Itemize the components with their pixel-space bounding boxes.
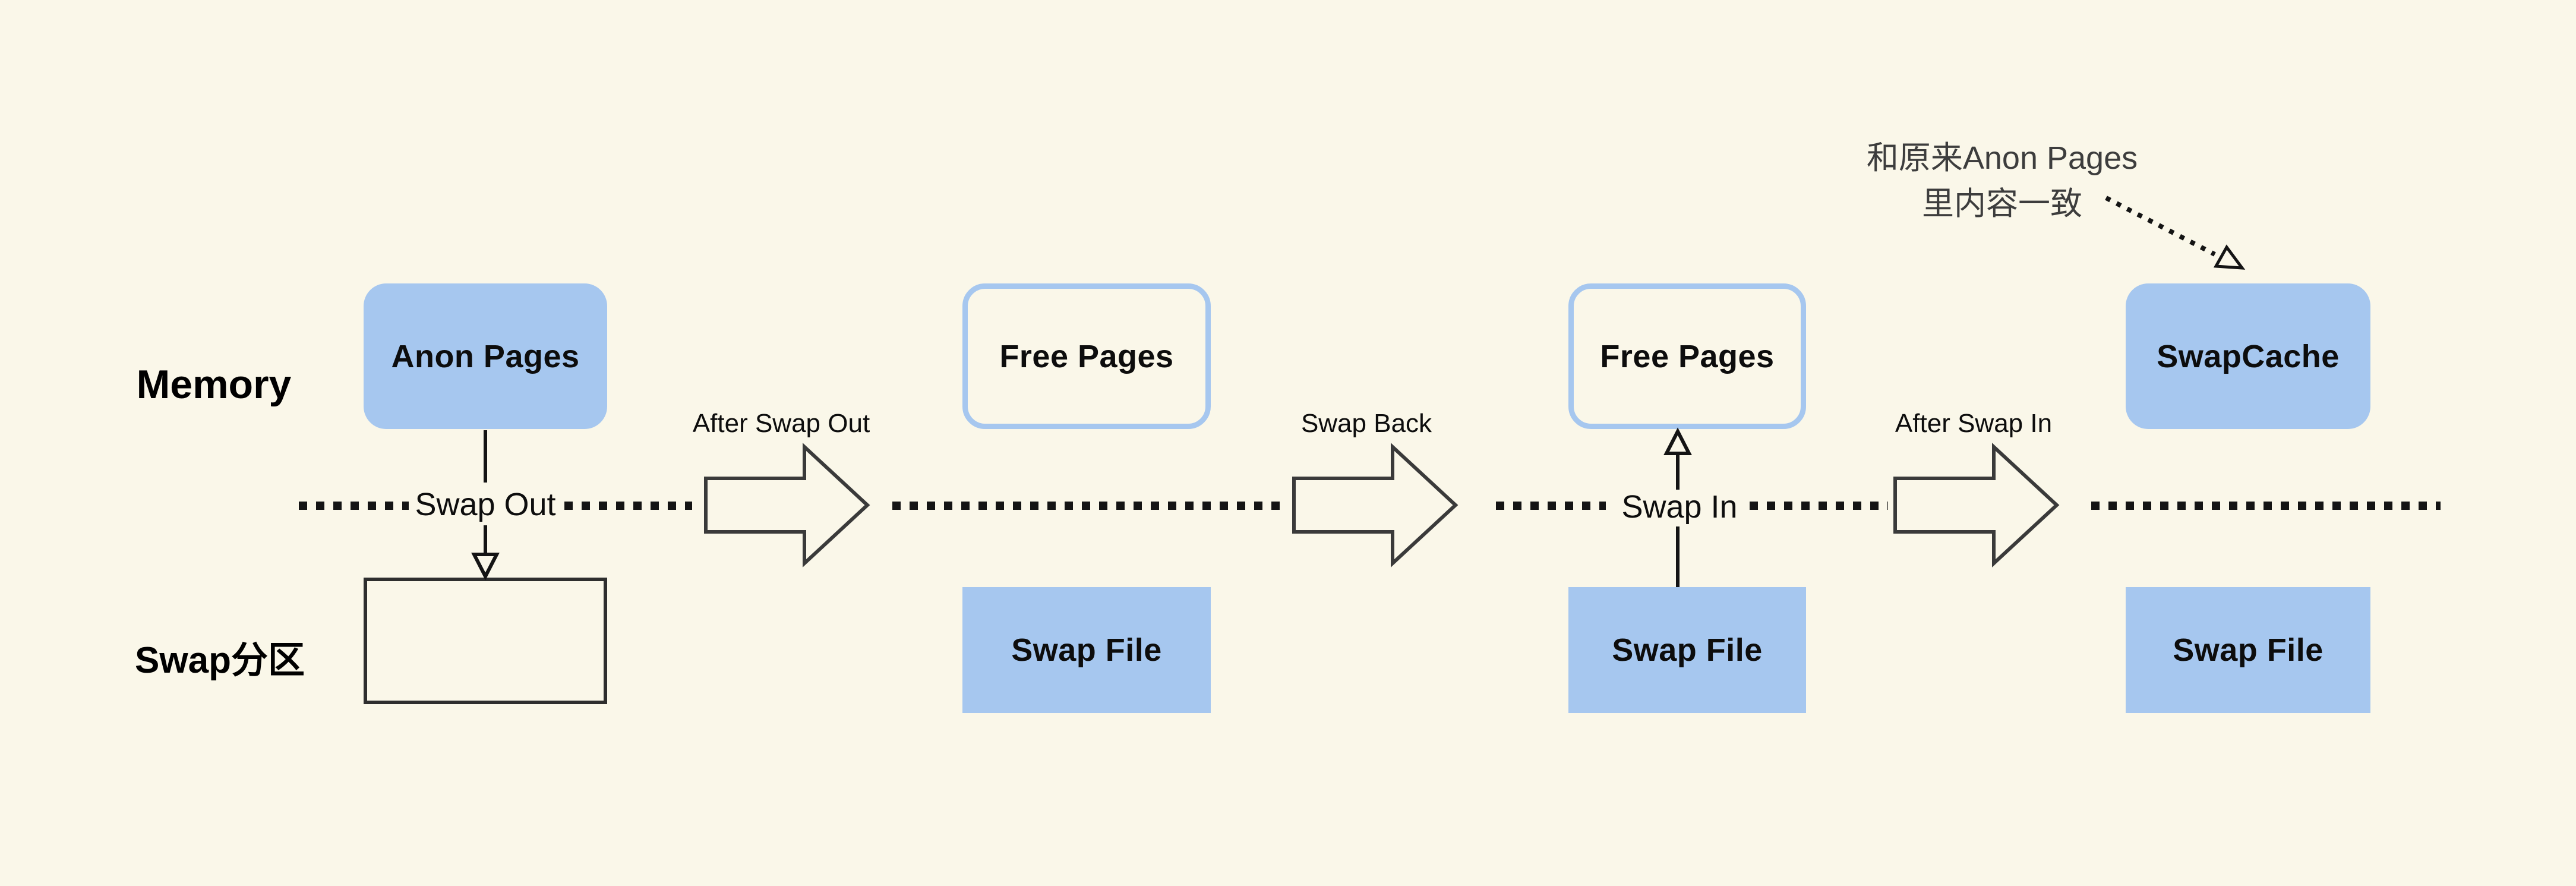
swap-in-arrowhead [1663, 427, 1692, 455]
free-pages-label-1: Free Pages [999, 338, 1174, 374]
block-arrow-after-swap-out [704, 443, 870, 567]
anon-pages-label: Anon Pages [391, 338, 580, 374]
free-pages-box-swap-back: Free Pages [1568, 283, 1806, 429]
swap-file-label-2: Swap File [1612, 632, 1763, 668]
block-arrow-swap-back [1292, 443, 1459, 567]
swap-file-label-1: Swap File [1011, 632, 1162, 668]
annotation-arrowhead [2213, 244, 2246, 270]
memory-row-label: Memory [136, 362, 292, 407]
swap-file-box-3: Swap File [2126, 587, 2370, 713]
swapcache-label: SwapCache [2157, 338, 2340, 374]
anon-pages-box: Anon Pages [364, 283, 607, 429]
swap-in-label: Swap In [1621, 489, 1738, 525]
free-pages-label-2: Free Pages [1600, 338, 1775, 374]
block-arrow-after-swap-in [1893, 443, 2060, 567]
annotation-line-1: 和原来Anon Pages [1866, 140, 2138, 176]
free-pages-box-after-swap-out: Free Pages [962, 283, 1211, 429]
annotation-line-2: 里内容一致 [1922, 186, 2082, 222]
swap-partition-row-label: Swap分区 [135, 640, 305, 681]
swap-file-box-2: Swap File [1568, 587, 1806, 713]
swap-file-label-3: Swap File [2173, 632, 2324, 668]
after-swap-in-label: After Swap In [1895, 409, 2053, 438]
swap-out-arrowhead [471, 553, 500, 581]
after-swap-out-label: After Swap Out [692, 409, 870, 438]
swapcache-annotation: 和原来Anon Pages 里内容一致 [1842, 135, 2163, 227]
swap-back-label: Swap Back [1300, 409, 1432, 438]
swap-out-label: Swap Out [415, 487, 556, 522]
swapcache-box: SwapCache [2126, 283, 2370, 429]
swap-partition-empty-box [364, 578, 607, 704]
swap-file-box-1: Swap File [962, 587, 1211, 713]
